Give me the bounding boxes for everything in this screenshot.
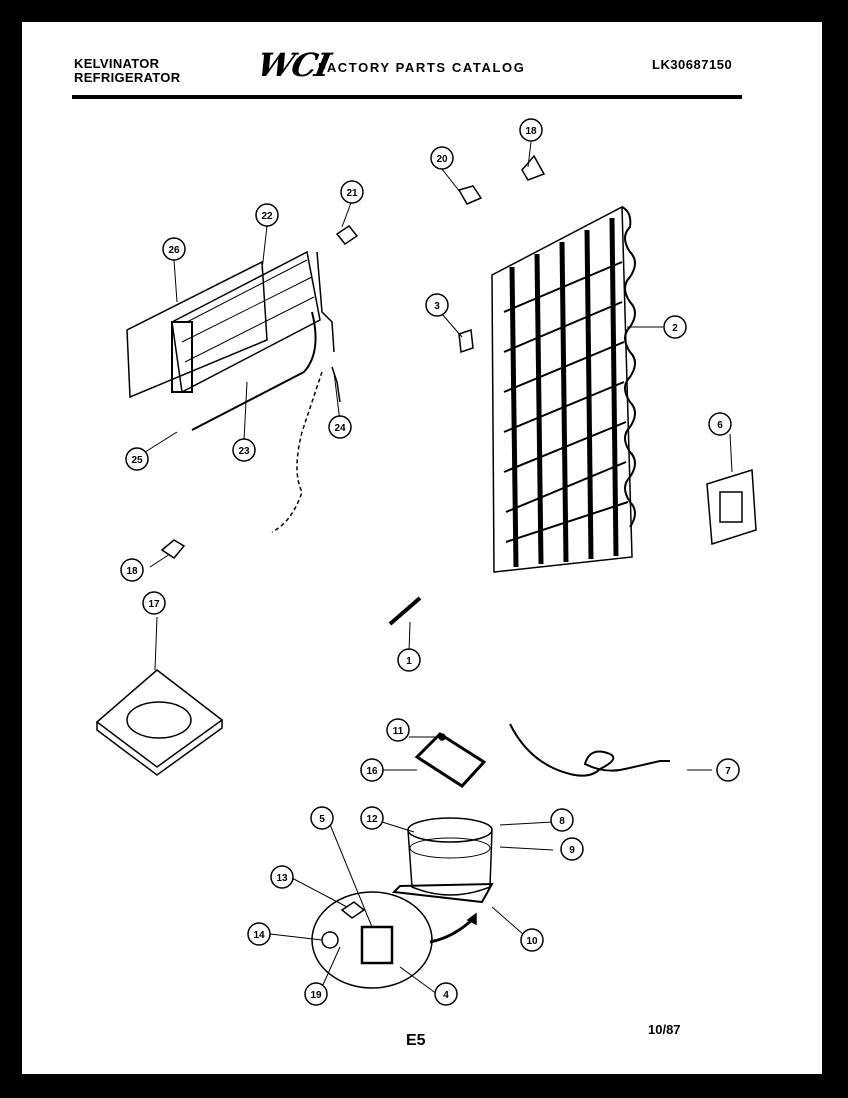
callout-10: 10 [520, 928, 544, 952]
svg-text:18: 18 [525, 126, 537, 137]
svg-text:24: 24 [334, 423, 346, 434]
power-cord-7 [509, 723, 670, 777]
bracket-3 [458, 328, 474, 354]
svg-text:23: 23 [238, 446, 250, 457]
leader-lines [141, 141, 733, 995]
callout-2: 2 [663, 315, 687, 339]
callout-4: 4 [434, 982, 458, 1006]
clip-21 [335, 224, 359, 246]
callout-13: 13 [270, 865, 294, 889]
bracket-18-left [160, 539, 186, 559]
page-code: E5 [406, 1032, 426, 1049]
svg-text:4: 4 [443, 990, 449, 1001]
catalog-sheet: KELVINATOR REFRIGERATOR WCI FACTORY PART… [22, 22, 822, 1074]
callout-16: 16 [360, 758, 384, 782]
svg-text:9: 9 [569, 845, 575, 856]
svg-text:16: 16 [366, 766, 378, 777]
callout-12: 12 [360, 806, 384, 830]
bracket-20-top [457, 185, 483, 205]
svg-text:13: 13 [276, 873, 288, 884]
parts-diagram: 26 22 21 20 18 3 2 6 25 23 24 18 17 1 11… [95, 118, 757, 1006]
header-rule [72, 95, 742, 99]
grille-6 [706, 469, 757, 545]
svg-text:12: 12 [366, 814, 378, 825]
svg-text:5: 5 [319, 814, 325, 825]
compressor-plate-17 [95, 669, 224, 776]
drain-tray-16 [414, 732, 487, 788]
svg-text:20: 20 [436, 154, 448, 165]
date-code: 10/87 [648, 1022, 681, 1037]
callout-18-left: 18 [120, 558, 144, 582]
svg-text:7: 7 [725, 766, 731, 777]
callout-1: 1 [397, 648, 421, 672]
product-type: REFRIGERATOR [74, 70, 181, 85]
svg-text:25: 25 [131, 455, 143, 466]
callout-19: 19 [304, 982, 328, 1006]
callout-25: 25 [125, 447, 149, 471]
callout-7: 7 [716, 758, 740, 782]
svg-text:22: 22 [261, 211, 273, 222]
callout-17: 17 [142, 591, 166, 615]
relay-detail [311, 891, 477, 989]
svg-text:21: 21 [346, 188, 358, 199]
callout-8: 8 [550, 808, 574, 832]
svg-text:3: 3 [434, 301, 440, 312]
callout-3: 3 [425, 293, 449, 317]
callout-18-top: 18 [519, 118, 543, 142]
callout-6: 6 [708, 412, 732, 436]
model-number: LK30687150 [652, 57, 733, 72]
callout-11: 11 [386, 718, 410, 742]
catalog-title: FACTORY PARTS CATALOG [318, 60, 526, 75]
callout-24: 24 [328, 415, 352, 439]
svg-text:2: 2 [672, 323, 678, 334]
svg-text:1: 1 [406, 656, 412, 667]
callout-9: 9 [560, 837, 584, 861]
evaporator-assembly [126, 250, 341, 533]
bracket-18-top [521, 154, 546, 181]
brand-name: KELVINATOR [74, 56, 160, 71]
svg-text:6: 6 [717, 420, 723, 431]
callout-5: 5 [310, 806, 334, 830]
svg-text:11: 11 [393, 726, 404, 737]
svg-text:8: 8 [559, 816, 565, 827]
svg-text:10: 10 [526, 936, 538, 947]
callout-14: 14 [247, 922, 271, 946]
svg-text:17: 17 [148, 599, 160, 610]
callout-26: 26 [162, 237, 186, 261]
svg-text:18: 18 [126, 566, 138, 577]
svg-text:14: 14 [253, 930, 265, 941]
drier-1 [388, 596, 422, 626]
callout-21: 21 [340, 180, 364, 204]
condenser-coil [491, 205, 636, 573]
callout-23: 23 [232, 438, 256, 462]
svg-text:19: 19 [310, 990, 322, 1001]
callout-22: 22 [255, 203, 279, 227]
callouts: 26 22 21 20 18 3 2 6 25 23 24 18 17 1 11… [120, 118, 740, 1006]
callout-20-top: 20 [430, 146, 454, 170]
svg-text:26: 26 [168, 245, 180, 256]
